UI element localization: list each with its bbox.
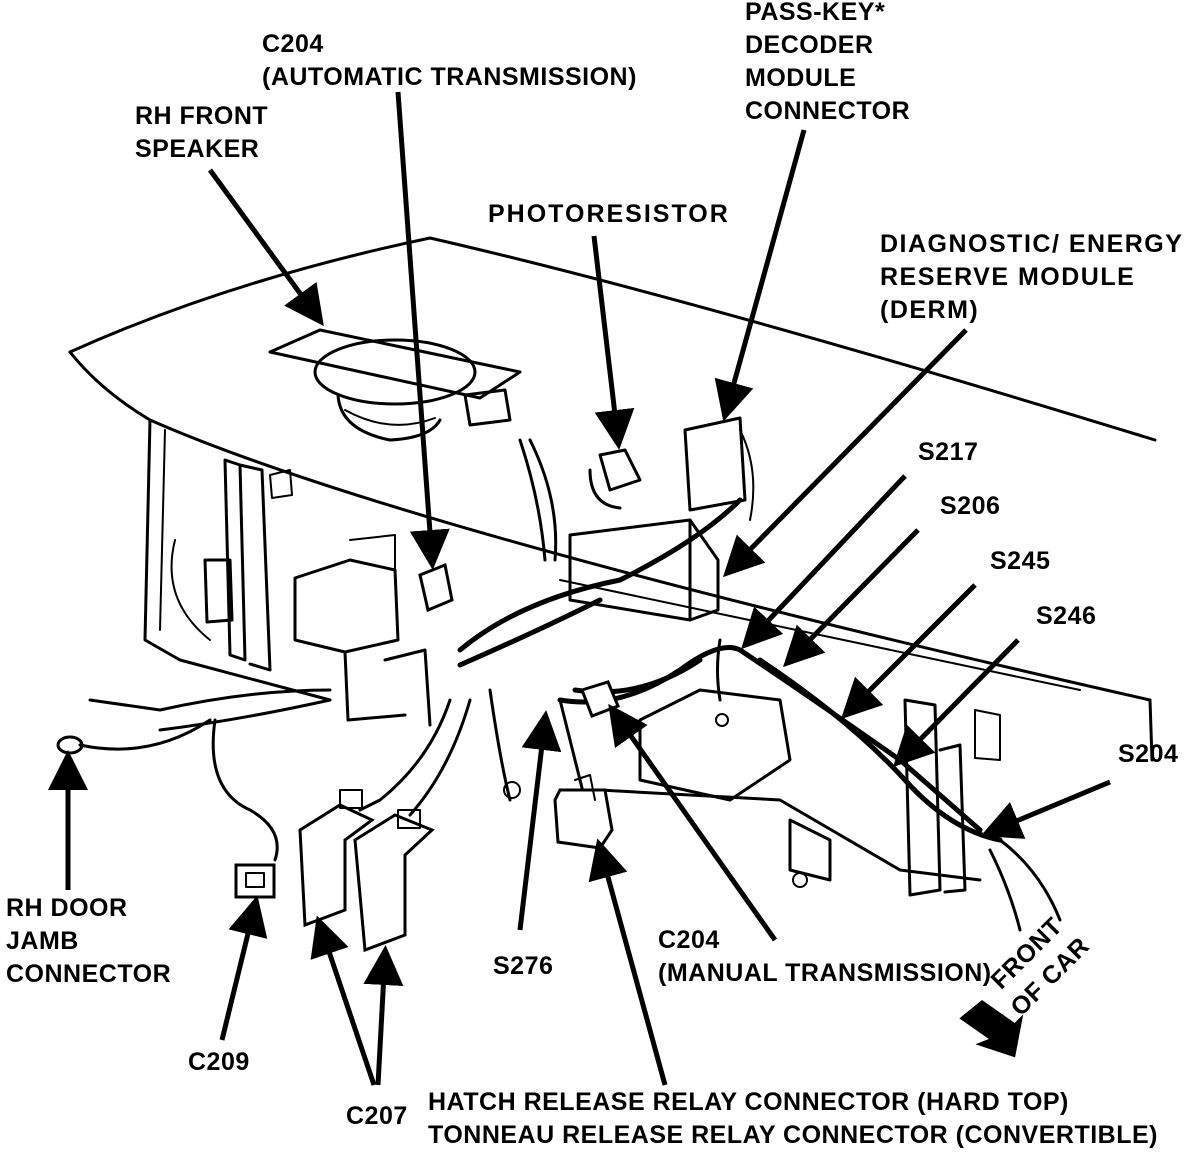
callout-arrows: [48, 91, 1111, 1086]
label-s204: S204: [1118, 740, 1179, 768]
label-s245: S245: [990, 547, 1051, 575]
label-tonneau-release-line-2: TONNEAU RELEASE RELAY CONNECTOR (CONVERT…: [428, 1121, 1158, 1149]
label-pass-key-line-1: PASS-KEY*: [745, 0, 886, 26]
lower-structure: [170, 458, 432, 727]
arrow-c207-right: [363, 945, 404, 1086]
arrow-s217: [741, 474, 907, 650]
arrow-photoresistor: [591, 235, 635, 450]
label-s217: S217: [918, 438, 979, 466]
label-pass-key-line-2: DECODER: [745, 31, 874, 59]
arrow-s206: [782, 528, 920, 668]
label-photoresistor: PHOTORESISTOR: [488, 200, 730, 228]
arrow-s246: [892, 638, 1020, 768]
label-c204-manual-transmission: C204 (MANUAL TRANSMISSION): [658, 924, 992, 990]
label-rh-front-speaker-line-2: SPEAKER: [135, 135, 260, 163]
arrow-c209: [219, 895, 268, 1041]
label-rh-front-speaker: RH FRONT SPEAKER: [135, 100, 268, 166]
front-of-car-arrow: [959, 1000, 1024, 1058]
label-derm-line-2: RESERVE MODULE: [880, 263, 1136, 291]
label-c204-manual-line-1: C204: [658, 926, 720, 954]
wiring-harness: [56, 388, 1062, 932]
arrow-s245: [840, 583, 977, 720]
label-s246: S246: [1036, 602, 1097, 630]
arrow-hatch-release: [588, 838, 668, 1086]
arrow-derm: [722, 328, 968, 578]
label-pass-key-decoder: PASS-KEY* DECODER MODULE CONNECTOR: [745, 0, 910, 128]
label-s276: S276: [493, 952, 554, 980]
label-c204-manual-line-2: (MANUAL TRANSMISSION): [658, 959, 992, 987]
label-s206: S206: [940, 492, 1001, 520]
label-pass-key-line-4: CONNECTOR: [745, 97, 911, 125]
label-derm-line-1: DIAGNOSTIC/ ENERGY: [880, 230, 1184, 258]
label-rh-door-line-3: CONNECTOR: [6, 960, 172, 988]
label-rh-front-speaker-line-1: RH FRONT: [135, 102, 269, 130]
label-hatch-tonneau-release-relay: HATCH RELEASE RELAY CONNECTOR (HARD TOP)…: [428, 1086, 1158, 1152]
arrow-s204: [980, 779, 1111, 839]
label-c204-automatic-transmission: C204 (AUTOMATIC TRANSMISSION): [262, 28, 637, 94]
label-c209: C209: [188, 1048, 250, 1076]
panel-structure-right: [568, 518, 1001, 897]
label-rh-door-line-1: RH DOOR: [6, 894, 128, 922]
label-derm: DIAGNOSTIC/ ENERGY RESERVE MODULE (DERM): [880, 228, 1183, 327]
label-derm-line-3: (DERM): [880, 296, 980, 324]
c204-auto-connector: [418, 562, 454, 613]
label-c204-auto-line-1: C204: [262, 30, 324, 58]
arrow-pass-key: [714, 129, 807, 422]
label-c207: C207: [346, 1102, 408, 1130]
label-pass-key-line-3: MODULE: [745, 64, 857, 92]
arrow-c207-left: [310, 915, 377, 1086]
label-rh-door-jamb-connector: RH DOOR JAMB CONNECTOR: [6, 892, 171, 991]
c204-manual-connector: [580, 680, 620, 718]
c209-connector: [234, 863, 276, 899]
label-c204-auto-line-2: (AUTOMATIC TRANSMISSION): [262, 63, 637, 91]
arrow-s276: [517, 710, 562, 931]
label-hatch-release-line-1: HATCH RELEASE RELAY CONNECTOR (HARD TOP): [428, 1088, 1069, 1116]
arrow-c204-manual: [608, 703, 778, 942]
arrow-c204-auto: [395, 91, 450, 570]
arrow-rh-front-speaker: [207, 168, 324, 327]
label-rh-door-line-2: JAMB: [6, 927, 79, 955]
rh-front-speaker: [268, 328, 522, 442]
hatch-release-relay-connector: [553, 774, 614, 850]
